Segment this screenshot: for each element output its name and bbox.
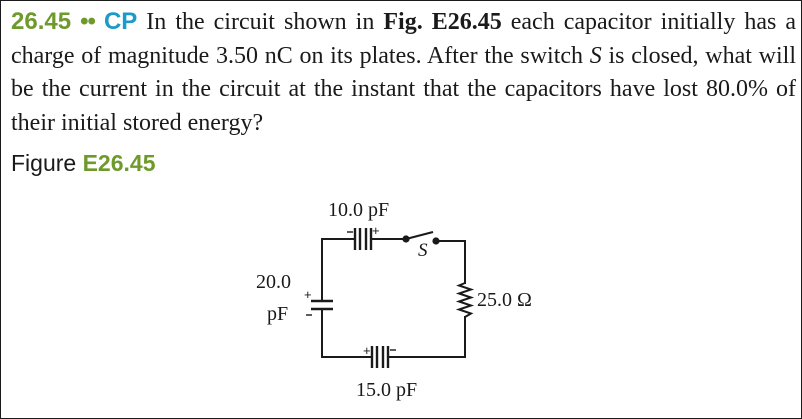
wire-top-left	[321, 238, 356, 302]
figure-number: E26.45	[82, 150, 156, 176]
wire-top-right	[437, 240, 466, 284]
resistor-label: 25.0 Ω	[477, 289, 532, 311]
switch-label: S	[418, 240, 428, 261]
figure-label: Figure	[11, 150, 77, 176]
resistor-symbol	[455, 282, 475, 318]
left-capacitor-plus-sign: +	[304, 287, 312, 302]
cp-tag: CP	[103, 8, 138, 35]
switch-contact-right	[432, 237, 440, 245]
bottom-capacitor-label: 15.0 pF	[356, 379, 418, 401]
difficulty-dots: ••	[80, 8, 96, 35]
switch-blade	[405, 231, 434, 240]
top-capacitor-label: 10.0 pF	[328, 199, 390, 221]
problem-text-part-3: is closed, what will be the current in t…	[11, 42, 796, 136]
wire-bottom-left	[321, 308, 373, 358]
figure-caption: Figure E26.45	[11, 150, 156, 177]
bottom-capacitor-plus-sign: +	[363, 343, 371, 358]
wire-right-lower	[387, 316, 466, 358]
top-capacitor-plus-sign: +	[372, 223, 380, 238]
problem-text-part-2: each capacitor initially has a charge of…	[11, 9, 797, 69]
left-capacitor-value: 20.0	[256, 271, 291, 293]
switch-symbol: S	[589, 42, 602, 69]
figure-reference: Fig. E26.45	[383, 9, 502, 35]
problem-number: 26.45	[11, 8, 72, 35]
problem-text-part-1: In the circuit shown in	[137, 9, 384, 35]
problem-statement: 26.45 •• CP In the circuit shown in Fig.…	[11, 5, 796, 140]
left-capacitor-unit: pF	[267, 303, 289, 325]
